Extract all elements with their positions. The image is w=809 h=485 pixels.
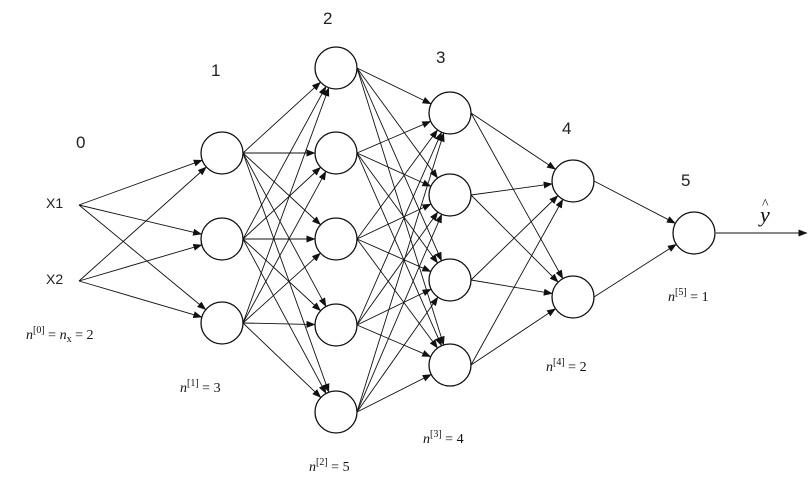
neuron-layer1-1	[200, 131, 244, 175]
layer-index-3: 3	[436, 48, 445, 67]
edge-l2-4-to-l3-1	[356, 213, 443, 413]
edge-l2-0-to-l3-1	[356, 67, 438, 179]
neuron-layer1-3	[200, 301, 244, 345]
edge-l2-3-to-l3-2	[356, 288, 432, 326]
edge-l2-1-to-l3-1	[356, 152, 432, 187]
edge-l3-0-to-l4-1	[470, 112, 564, 280]
edge-l2-1-to-l3-0	[356, 120, 432, 154]
layer-index-1: 1	[211, 61, 220, 80]
neuron-layer3-4	[428, 343, 472, 387]
edge-l1-0-to-l2-2	[242, 152, 321, 226]
neuron-layer2-3	[314, 217, 358, 261]
neuron-layer2-5	[314, 390, 358, 434]
edge-l0-1-to-l1-1	[78, 243, 203, 282]
edge-l0-1-to-l1-2	[78, 280, 203, 319]
edge-l3-3-to-l4-0	[470, 198, 564, 366]
input-label-x1: X1	[46, 195, 63, 211]
edge-l0-0-to-l1-2	[78, 204, 207, 310]
neuron-layer4-2	[551, 275, 595, 319]
edge-l1-0-to-l2-4	[242, 152, 330, 393]
neuron-layer2-1	[314, 46, 358, 90]
layer-index-5: 5	[681, 171, 690, 190]
layer-size-label-1: n[1] = 3	[180, 378, 221, 396]
edge-l3-0-to-l4-0	[470, 112, 556, 170]
edge-l0-1-to-l1-0	[78, 166, 207, 282]
layer-size-label-0: n[0] = nx = 2	[26, 325, 93, 345]
layer-size-label-5: n[5] = 1	[668, 287, 709, 305]
edge-l1-2-to-l2-0	[242, 87, 330, 324]
edge-l2-3-to-l3-1	[356, 211, 439, 326]
edge-l3-1-to-l4-0	[470, 181, 553, 196]
edge-l2-4-to-l3-3	[356, 374, 432, 413]
neuron-layer3-2	[428, 173, 472, 217]
edge-l1-2-to-l2-1	[242, 170, 327, 324]
output-hat-mark: ^	[762, 197, 769, 212]
edge-l2-0-to-l3-3	[356, 67, 445, 346]
edge-l2-4-to-l3-2	[356, 296, 439, 413]
edge-l2-2-to-l3-0	[356, 129, 438, 240]
connection-edges	[78, 67, 677, 413]
edge-l1-0-to-l2-3	[242, 152, 327, 307]
edge-l3-3-to-l4-1	[470, 308, 556, 366]
layer-size-label-3: n[3] = 4	[423, 429, 464, 447]
edge-l2-3-to-l3-0	[356, 131, 442, 326]
layer-index-2: 2	[323, 9, 332, 28]
edge-l1-0-to-l2-0	[242, 81, 321, 154]
layer-size-label-2: n[2] = 5	[309, 457, 350, 475]
edge-l0-0-to-l1-1	[78, 204, 203, 236]
edge-l2-4-to-l3-0	[356, 132, 445, 413]
neuron-layer2-4	[314, 303, 358, 347]
input-label-x2: X2	[46, 271, 63, 287]
neuron-nodes	[200, 46, 716, 434]
edge-l1-1-to-l2-1	[242, 166, 321, 240]
edge-l4-1-to-l5-0	[593, 243, 677, 298]
layer-index-0: 0	[76, 133, 85, 152]
edge-l1-2-to-l2-3	[242, 320, 316, 328]
edge-l3-2-to-l4-1	[470, 279, 553, 296]
edge-l0-0-to-l1-0	[78, 159, 203, 206]
neuron-layer3-1	[428, 91, 472, 135]
output-y-hat-label: y	[758, 202, 770, 227]
edge-l2-1-to-l3-2	[356, 152, 438, 264]
layer-size-label-4: n[4] = 2	[546, 357, 587, 375]
edge-l1-1-to-l2-0	[242, 86, 327, 240]
edge-l2-1-to-l3-3	[356, 152, 442, 347]
edge-l1-2-to-l2-4	[242, 322, 322, 398]
neuron-layer3-3	[428, 258, 472, 302]
neuron-layer1-2	[200, 217, 244, 261]
neuron-layer5-1	[672, 211, 716, 255]
neuron-layer2-2	[314, 131, 358, 175]
edge-l1-2-to-l2-2	[242, 252, 321, 324]
edge-l2-0-to-l3-2	[356, 67, 442, 262]
edge-l2-0-to-l3-0	[356, 67, 432, 105]
edge-l1-1-to-l2-3	[242, 238, 321, 312]
neuron-layer4-1	[551, 159, 595, 203]
edge-l3-2-to-l4-0	[470, 195, 559, 281]
edge-l1-1-to-l2-4	[242, 238, 327, 394]
edge-l2-3-to-l3-3	[356, 324, 432, 358]
edge-l3-1-to-l4-1	[470, 194, 559, 283]
edge-l2-2-to-l3-3	[356, 238, 438, 349]
edge-l4-0-to-l5-0	[593, 180, 676, 224]
layer-index-4: 4	[562, 119, 571, 138]
edge-l2-2-to-l3-1	[356, 203, 432, 240]
edge-l2-2-to-l3-2	[356, 238, 432, 272]
